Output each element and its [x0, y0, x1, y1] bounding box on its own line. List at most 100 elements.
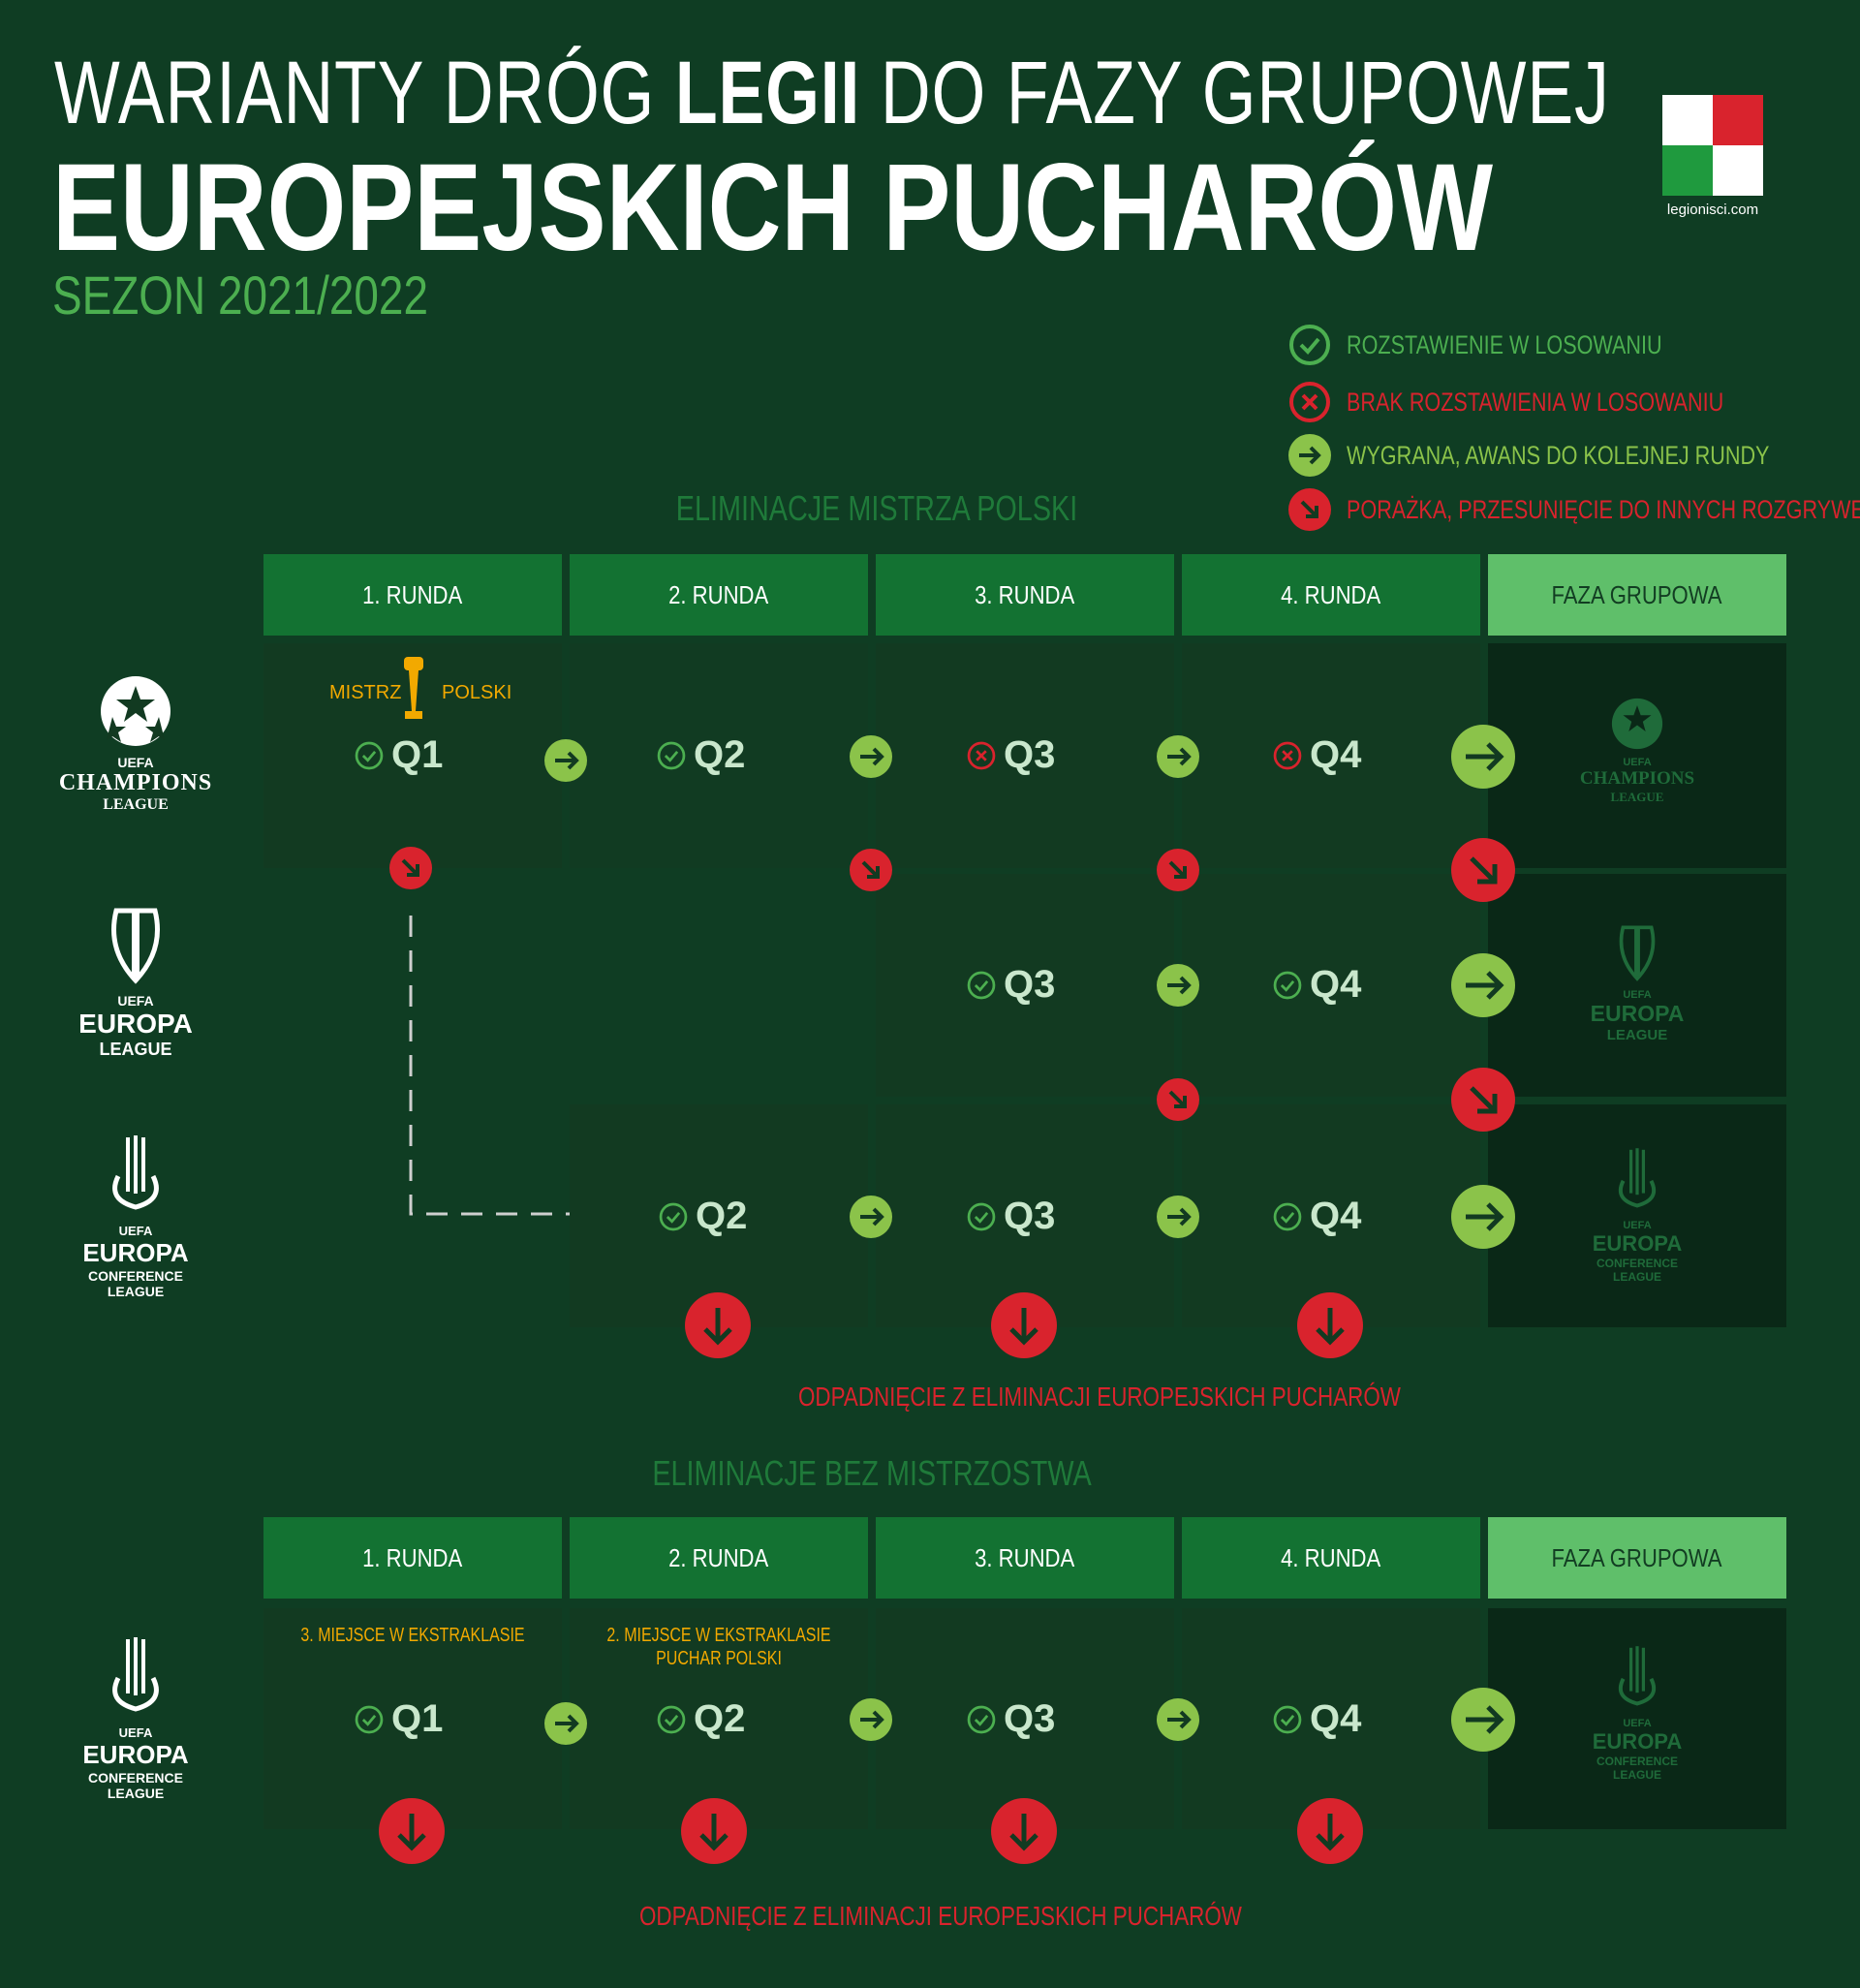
arrow-down-icon — [379, 1798, 445, 1864]
ecl-conference: CONFERENCE — [87, 1268, 183, 1284]
arrow-right-icon — [1157, 1698, 1199, 1741]
group-ecl-logo: UEFA EUROPA CONFERENCE LEAGUE — [1560, 1643, 1715, 1782]
ecl-name: EUROPA — [1592, 1729, 1683, 1754]
arrow-right-icon — [1451, 1688, 1515, 1752]
ecl-league: LEAGUE — [1612, 1768, 1661, 1782]
section2-elimination-label: ODPADNIĘCIE Z ELIMINACJI EUROPEJSKICH PU… — [639, 1901, 1242, 1931]
cell-s2-r3 — [876, 1608, 1174, 1829]
el-league: LEAGUE — [1606, 1027, 1668, 1043]
check-circle-icon — [1289, 325, 1330, 365]
cell-ecl-group — [1488, 1104, 1786, 1327]
arrow-down-right-icon — [1451, 838, 1515, 902]
trophy-icon — [404, 657, 423, 719]
check-circle-icon — [1273, 1202, 1302, 1230]
arrow-right-icon — [1288, 434, 1331, 477]
round-label: Q1 — [391, 1697, 444, 1740]
cell-cl-r3 — [876, 643, 1174, 868]
arrow-right-icon — [1157, 1196, 1199, 1238]
group-ecl-logo: UEFA EUROPA CONFERENCE LEAGUE — [1560, 1145, 1715, 1284]
title-part2: DO FAZY GRUPOWEJ — [860, 44, 1610, 142]
legend-text: BRAK ROZSTAWIENIA W LOSOWANIU — [1347, 387, 1724, 417]
page-title-line2: EUROPEJSKICH PUCHARÓW — [52, 139, 1494, 277]
cell-cl-r4 — [1182, 643, 1480, 868]
arrow-down-right-icon — [850, 849, 892, 891]
europa-trophy-icon — [111, 908, 160, 984]
cell-el-group — [1488, 874, 1786, 1097]
group-cl-logo: UEFA CHAMPIONS LEAGUE — [1560, 696, 1715, 805]
section1-title: ELIMINACJE MISTRZA POLSKI — [675, 488, 1078, 528]
note-line: 2. MIEJSCE W EKSTRAKLASIE — [606, 1625, 831, 1646]
cell-ecl-r3 — [876, 1104, 1174, 1327]
round-ecl-q3: Q3 — [967, 1195, 1055, 1238]
conference-league-logo: UEFA EUROPA CONFERENCE LEAGUE — [48, 1633, 223, 1801]
round-label: Q4 — [1310, 1697, 1362, 1740]
note-third-place: 3. MIEJSCE W EKSTRAKLASIE — [300, 1625, 525, 1646]
cl-uefa: UEFA — [117, 755, 154, 770]
ecl-name: EUROPA — [82, 1238, 189, 1267]
arrow-down-icon — [1297, 1292, 1363, 1358]
cell-s2-group — [1488, 1608, 1786, 1829]
legend-text: PORAŻKA, PRZESUNIĘCIE DO INNYCH ROZGRYWE… — [1347, 494, 1860, 524]
note-line: PUCHAR POLSKI — [656, 1648, 782, 1669]
round-label: Q2 — [696, 1195, 748, 1237]
el-name: EUROPA — [1590, 1001, 1685, 1026]
ecl-conference: CONFERENCE — [87, 1770, 183, 1786]
arrow-down-right-icon — [1288, 488, 1331, 531]
cell-ecl-r4 — [1182, 1104, 1480, 1327]
el-uefa: UEFA — [1623, 989, 1652, 1001]
cell-cl-group — [1488, 643, 1786, 868]
round-el-q3: Q3 — [967, 963, 1055, 1007]
legend-item-win: WYGRANA, AWANS DO KOLEJNEJ RUNDY — [1288, 434, 1860, 477]
ecl-conference: CONFERENCE — [1596, 1755, 1678, 1768]
arrow-right-icon — [1157, 735, 1199, 778]
el-uefa: UEFA — [117, 993, 154, 1009]
season-label: SEZON 2021/2022 — [52, 264, 429, 326]
header-round2: 2. RUNDA — [570, 1517, 868, 1599]
champion-note: MISTRZ POLSKI — [327, 655, 512, 725]
arrow-right-icon — [850, 1196, 892, 1238]
header-round4: 4. RUNDA — [1182, 1517, 1480, 1599]
arrow-right-icon — [850, 735, 892, 778]
ecl-league: LEAGUE — [107, 1786, 165, 1801]
ecl-uefa: UEFA — [118, 1224, 153, 1238]
check-circle-icon — [1273, 1705, 1302, 1733]
arrow-down-icon — [1297, 1798, 1363, 1864]
round-ecl-q2: Q2 — [659, 1195, 747, 1238]
champion-left-label: MISTRZ — [329, 682, 402, 703]
title-bold: LEGII — [674, 44, 861, 142]
brand-site: legionisci.com — [1666, 202, 1759, 218]
conference-league-logo: UEFA EUROPA CONFERENCE LEAGUE — [48, 1132, 223, 1299]
ecl-uefa: UEFA — [118, 1725, 153, 1740]
round-label: Q4 — [1310, 963, 1362, 1006]
header-round2: 2. RUNDA — [570, 554, 868, 636]
el-league: LEAGUE — [99, 1040, 172, 1059]
section2-title: ELIMINACJE BEZ MISTRZOSTWA — [652, 1453, 1092, 1493]
ecl-conference: CONFERENCE — [1596, 1257, 1678, 1270]
europa-league-logo: UEFA EUROPA LEAGUE — [48, 901, 223, 1060]
cell-el-r3 — [876, 874, 1174, 1097]
legend-item-unseeded: BRAK ROZSTAWIENIA W LOSOWANIU — [1288, 381, 1818, 423]
arrow-down-icon — [681, 1798, 747, 1864]
cell-s2-r4 — [1182, 1608, 1480, 1829]
cl-name: CHAMPIONS — [58, 770, 213, 795]
x-circle-icon — [1273, 741, 1302, 769]
starball-icon — [101, 676, 170, 746]
round-s2-q3: Q3 — [967, 1697, 1055, 1741]
cell-ecl-r2 — [570, 1104, 868, 1327]
check-circle-icon — [355, 741, 384, 769]
ecl-name: EUROPA — [82, 1740, 189, 1769]
arrow-right-icon — [544, 1702, 587, 1745]
ecl-uefa: UEFA — [1623, 1718, 1652, 1729]
conference-trophy-icon — [112, 1637, 159, 1712]
check-circle-icon — [659, 1202, 688, 1230]
round-label: Q4 — [1310, 733, 1362, 776]
ecl-uefa: UEFA — [1623, 1220, 1652, 1231]
check-circle-icon — [355, 1705, 384, 1733]
europa-trophy-icon — [1619, 925, 1656, 981]
conference-trophy-icon — [1618, 1148, 1657, 1208]
x-circle-icon — [967, 741, 996, 769]
arrow-down-right-icon — [389, 847, 432, 889]
ecl-league: LEAGUE — [107, 1284, 165, 1299]
arrow-right-icon — [850, 1698, 892, 1741]
